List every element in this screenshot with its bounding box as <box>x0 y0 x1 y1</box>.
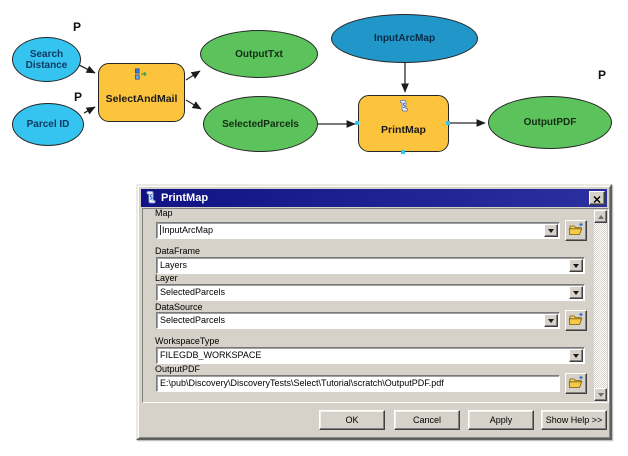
node-label: OutputTxt <box>235 48 283 60</box>
dataframe-label: DataFrame <box>155 246 201 256</box>
node-label: PrintMap <box>381 123 426 136</box>
chevron-down-icon <box>548 229 554 236</box>
workspacetype-label: WorkspaceType <box>155 336 220 346</box>
close-button[interactable] <box>589 191 605 205</box>
outputpdf-value: E:\pub\Discovery\DiscoveryTests\Select\T… <box>160 378 444 388</box>
connection-stub-bottom <box>401 150 405 154</box>
scroll-up-button[interactable] <box>594 210 607 223</box>
workspacetype-dropdown-button[interactable] <box>569 349 583 362</box>
dataframe-dropdown-button[interactable] <box>569 259 583 272</box>
node-parcel-id[interactable]: Parcel ID <box>12 103 84 146</box>
node-selected-parcels[interactable]: SelectedParcels <box>203 96 318 152</box>
dataframe-combobox[interactable]: Layers <box>156 257 585 274</box>
layer-dropdown-button[interactable] <box>569 286 583 299</box>
chevron-up-icon <box>597 212 604 219</box>
map-dropdown-button[interactable] <box>544 224 558 237</box>
open-folder-icon <box>568 312 584 329</box>
node-output-pdf[interactable]: OutputPDF <box>488 96 612 149</box>
map-browse-button[interactable] <box>565 220 587 241</box>
datasource-value: SelectedParcels <box>160 315 226 325</box>
node-label: OutputPDF <box>523 117 577 128</box>
connector-arrows <box>78 63 486 128</box>
map-combobox[interactable]: InputArcMap <box>156 222 560 239</box>
parameter-marker-search-distance: P <box>73 20 82 34</box>
apply-button[interactable]: Apply <box>468 410 534 430</box>
datasource-browse-button[interactable] <box>565 310 587 331</box>
node-output-txt[interactable]: OutputTxt <box>200 30 318 78</box>
script-tool-icon <box>398 99 409 117</box>
workspacetype-combobox[interactable]: FILEGDB_WORKSPACE <box>156 347 585 364</box>
parameter-marker-parcel-id: P <box>74 90 83 104</box>
node-select-and-mail[interactable]: SelectAndMail <box>98 63 185 122</box>
show-help-button[interactable]: Show Help >> <box>541 410 607 430</box>
cancel-button[interactable]: Cancel <box>394 410 460 430</box>
vertical-scrollbar[interactable] <box>594 210 607 401</box>
script-tool-icon <box>145 190 157 207</box>
close-icon <box>593 191 601 206</box>
datasource-combobox[interactable]: SelectedParcels <box>156 312 560 329</box>
ok-button[interactable]: OK <box>319 410 385 430</box>
dialog-title: PrintMap <box>161 192 209 204</box>
open-folder-icon <box>568 375 584 392</box>
map-value: InputArcMap <box>162 225 214 235</box>
node-input-arcmap[interactable]: InputArcMap <box>331 14 478 63</box>
dialog-titlebar[interactable]: PrintMap <box>141 189 607 207</box>
chevron-down-icon <box>573 291 579 298</box>
connection-stub-left <box>355 121 359 125</box>
datasource-dropdown-button[interactable] <box>544 314 558 327</box>
chevron-down-icon <box>548 319 554 326</box>
layer-combobox[interactable]: SelectedParcels <box>156 284 585 301</box>
outputpdf-label: OutputPDF <box>155 364 201 374</box>
outputpdf-input[interactable]: E:\pub\Discovery\DiscoveryTests\Select\T… <box>156 375 560 392</box>
chevron-down-icon <box>573 264 579 271</box>
outputpdf-browse-button[interactable] <box>565 373 587 394</box>
datasource-label: DataSource <box>155 302 203 312</box>
parameter-marker-output-pdf: P <box>598 68 607 82</box>
node-label: InputArcMap <box>373 33 436 44</box>
map-label: Map <box>155 208 173 218</box>
model-tool-icon <box>134 67 149 85</box>
workspacetype-value: FILEGDB_WORKSPACE <box>160 350 262 360</box>
tool-dialog: PrintMap Map InputArcMap <box>136 184 612 440</box>
node-label: Parcel ID <box>26 119 70 130</box>
node-label: SelectAndMail <box>105 92 178 105</box>
dataframe-value: Layers <box>160 260 188 270</box>
open-folder-icon <box>568 222 584 239</box>
scroll-down-button[interactable] <box>594 388 607 401</box>
node-print-map[interactable]: PrintMap <box>358 95 449 152</box>
layer-value: SelectedParcels <box>160 287 226 297</box>
chevron-down-icon <box>597 392 604 400</box>
node-label: SelectedParcels <box>222 118 299 130</box>
node-label: Search Distance <box>25 48 68 71</box>
chevron-down-icon <box>573 354 579 361</box>
text-caret <box>160 225 161 235</box>
layer-label: Layer <box>155 273 178 283</box>
connection-stub-right <box>446 121 450 125</box>
parameter-panel <box>142 208 609 403</box>
node-search-distance[interactable]: Search Distance <box>12 37 81 82</box>
